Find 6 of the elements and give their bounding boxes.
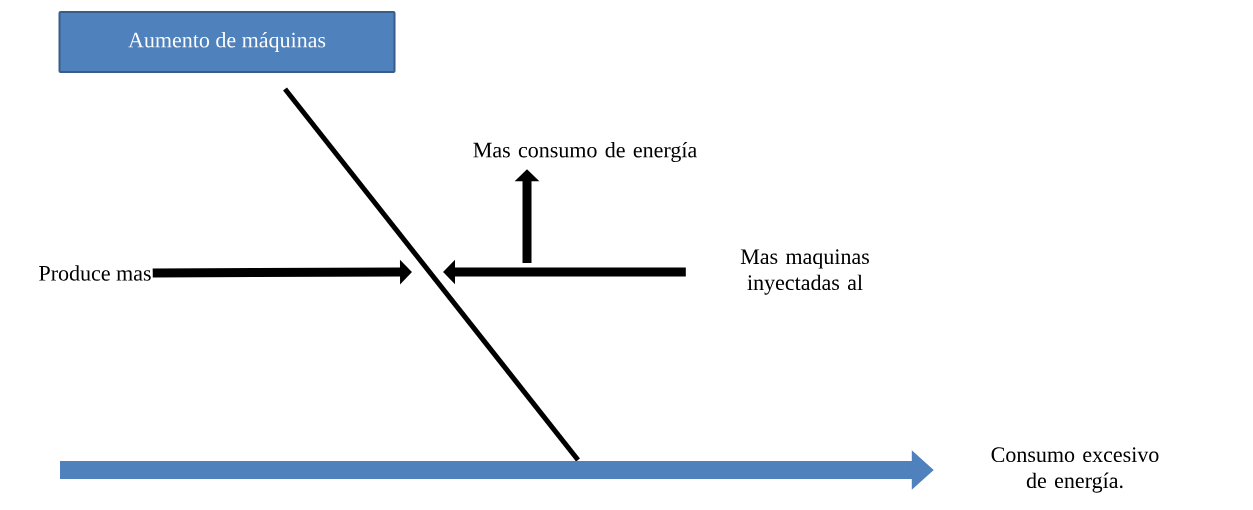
cause-label: Mas maquinas inyectadas al: [740, 249, 869, 295]
cause-label: Produce mas: [39, 265, 151, 281]
effect-label: Consumo excesivo de energía.: [991, 447, 1159, 493]
bone-line: [283, 87, 580, 462]
cause-box: Aumento de máquinas: [58, 11, 396, 73]
cause-label: Mas consumo de energía: [473, 141, 697, 162]
